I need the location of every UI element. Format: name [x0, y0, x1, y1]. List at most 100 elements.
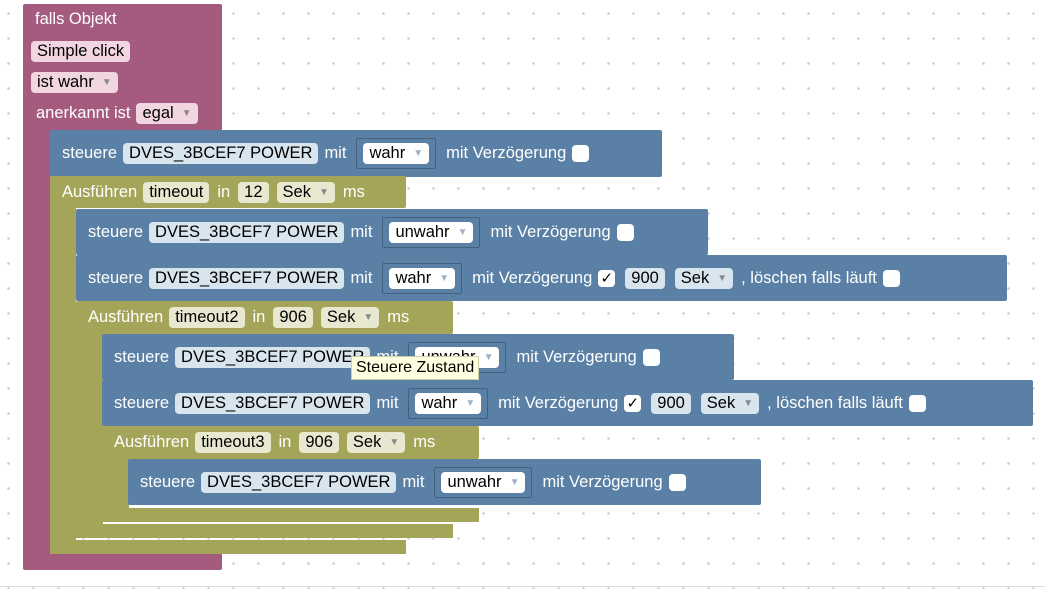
delay-label: mit Verzögerung — [498, 393, 619, 412]
clear-label: , löschen falls läuft — [741, 268, 877, 287]
dropdown-arrow-icon: ▼ — [101, 77, 112, 88]
timeout-block-3-bottom — [102, 508, 479, 522]
timeout-name-field[interactable]: timeout — [143, 182, 210, 203]
control-row-6: steuere DVES_3BCEF7 POWER mit unwahr ▼ m… — [140, 459, 686, 505]
unit-text: Sek — [282, 183, 311, 201]
value-dropdown[interactable]: wahr ▼ — [415, 392, 482, 414]
value-slot: wahr ▼ — [356, 138, 437, 169]
mit-label: mit — [402, 472, 425, 491]
control-row-2: steuere DVES_3BCEF7 POWER mit unwahr ▼ m… — [88, 209, 634, 255]
steuere-label: steuere — [88, 268, 144, 287]
in-label: in — [278, 433, 292, 451]
dropdown-arrow-icon: ▼ — [465, 397, 476, 409]
value-dropdown[interactable]: unwahr ▼ — [389, 221, 474, 243]
delay-label: mit Verzögerung — [490, 222, 611, 241]
timeout-row-1: Ausführen timeout in 12 Sek ▼ ms — [62, 182, 365, 203]
value-slot: unwahr ▼ — [382, 216, 481, 248]
value-text: wahr — [421, 393, 458, 412]
delay-unit-dropdown[interactable]: Sek ▼ — [700, 392, 760, 414]
mit-label: mit — [324, 144, 347, 162]
timeout-block-2[interactable] — [76, 301, 453, 334]
tooltip: Steuere Zustand — [351, 356, 480, 380]
object-field[interactable]: Simple click — [31, 41, 131, 62]
execute-label: Ausführen — [88, 308, 164, 326]
unit-dropdown[interactable]: Sek ▼ — [276, 182, 335, 203]
ms-label: ms — [342, 183, 365, 201]
timeout-row-3: Ausführen timeout3 in 906 Sek ▼ ms — [114, 432, 435, 453]
timeout-block-2-spine — [76, 332, 103, 532]
trigger-condition-row: ist wahr ▼ — [31, 72, 118, 93]
dropdown-arrow-icon: ▼ — [413, 148, 424, 159]
timeout-block-1-bottom — [50, 540, 406, 554]
dropdown-arrow-icon: ▼ — [439, 272, 450, 284]
delay-label: mit Verzögerung — [472, 268, 593, 287]
timeout-block-3-spine — [102, 457, 129, 517]
unit-text: Sek — [326, 308, 356, 326]
unit-dropdown[interactable]: Sek ▼ — [346, 432, 406, 453]
device-field[interactable]: DVES_3BCEF7 POWER — [175, 392, 371, 414]
timeout-row-2: Ausführen timeout2 in 906 Sek ▼ ms — [88, 307, 409, 328]
checkbox-icon[interactable] — [882, 269, 900, 287]
device-field[interactable]: DVES_3BCEF7 POWER — [149, 267, 345, 289]
value-text: unwahr — [447, 472, 502, 491]
timeout-name-field[interactable]: timeout2 — [169, 307, 245, 328]
steuere-label: steuere — [140, 472, 196, 491]
ms-label: ms — [413, 433, 436, 451]
checkbox-icon[interactable] — [572, 145, 590, 162]
value-slot: unwahr ▼ — [434, 466, 533, 498]
trigger-ack-row: anerkannt ist egal ▼ — [36, 103, 198, 124]
unit-text: Sek — [706, 393, 736, 412]
device-field[interactable]: DVES_3BCEF7 POWER — [149, 221, 345, 243]
device-field[interactable]: DVES_3BCEF7 POWER — [123, 143, 319, 164]
value-dropdown[interactable]: unwahr ▼ — [441, 471, 526, 493]
timeout-block-2-bottom — [76, 524, 453, 538]
steuere-label: steuere — [114, 347, 170, 366]
device-field[interactable]: DVES_3BCEF7 POWER — [201, 471, 397, 493]
checkbox-icon[interactable]: ✓ — [624, 394, 642, 412]
execute-label: Ausführen — [62, 183, 138, 201]
checkbox-icon[interactable] — [642, 348, 660, 366]
timeout-value-field[interactable]: 906 — [273, 307, 313, 328]
steuere-label: steuere — [88, 222, 144, 241]
delay-value-field[interactable]: 900 — [651, 392, 691, 414]
value-slot: wahr ▼ — [408, 387, 489, 419]
dropdown-arrow-icon: ▼ — [318, 187, 329, 198]
trigger-block-bottom — [23, 553, 222, 570]
value-dropdown[interactable]: wahr ▼ — [389, 267, 456, 289]
delay-unit-dropdown[interactable]: Sek ▼ — [674, 267, 734, 289]
mit-label: mit — [350, 222, 373, 241]
timeout-block-3[interactable] — [102, 426, 479, 459]
condition-value: ist wahr — [37, 73, 94, 91]
timeout-name-field[interactable]: timeout3 — [195, 432, 271, 453]
timeout-value-field[interactable]: 12 — [238, 182, 269, 203]
checkbox-icon[interactable]: ✓ — [598, 269, 616, 287]
condition-dropdown[interactable]: ist wahr ▼ — [31, 72, 118, 93]
mit-label: mit — [350, 268, 373, 287]
dropdown-arrow-icon: ▼ — [717, 272, 728, 284]
value-dropdown[interactable]: wahr ▼ — [363, 143, 430, 164]
dropdown-arrow-icon: ▼ — [389, 437, 400, 448]
unit-dropdown[interactable]: Sek ▼ — [320, 307, 380, 328]
value-text: wahr — [369, 144, 406, 162]
ms-label: ms — [387, 308, 410, 326]
delay-value-field[interactable]: 900 — [625, 267, 665, 289]
ack-value: egal — [142, 104, 174, 122]
ack-dropdown[interactable]: egal ▼ — [136, 103, 198, 124]
ack-label: anerkannt ist — [36, 104, 131, 122]
unit-text: Sek — [680, 268, 710, 287]
checkbox-icon[interactable] — [668, 473, 686, 491]
control-row-3: steuere DVES_3BCEF7 POWER mit wahr ▼ mit… — [88, 255, 900, 301]
dropdown-arrow-icon: ▼ — [181, 108, 192, 119]
dropdown-arrow-icon: ▼ — [743, 397, 754, 409]
checkbox-icon[interactable] — [908, 394, 926, 412]
steuere-label: steuere — [62, 144, 118, 162]
timeout-block-1[interactable] — [50, 176, 406, 208]
delay-label: mit Verzögerung — [516, 347, 637, 366]
timeout-value-field[interactable]: 906 — [299, 432, 339, 453]
delay-label: mit Verzögerung — [542, 472, 663, 491]
trigger-header-row: falls Objekt — [35, 10, 117, 29]
delay-label: mit Verzögerung — [446, 144, 567, 162]
steuere-label: steuere — [114, 393, 170, 412]
device-field[interactable]: DVES_3BCEF7 POWER — [175, 346, 371, 368]
checkbox-icon[interactable] — [616, 223, 634, 241]
